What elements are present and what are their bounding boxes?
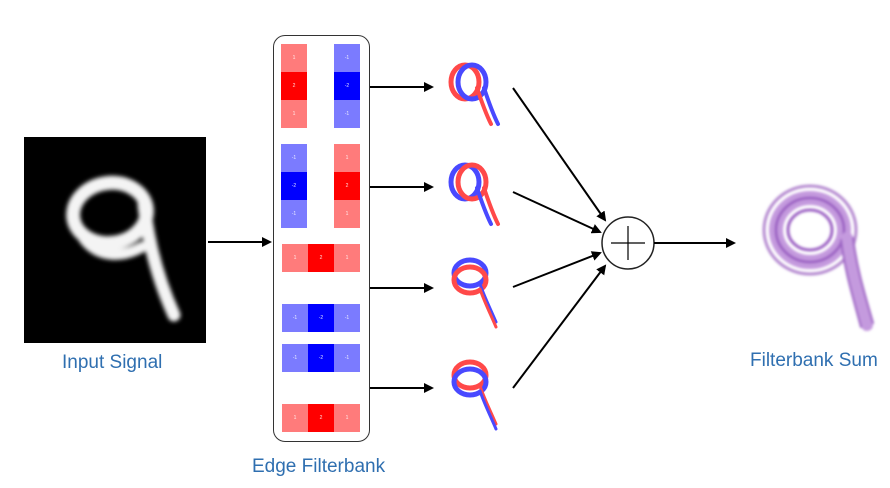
filter-1-cell: -1 (334, 44, 360, 72)
arrow-result3-to-sum (512, 251, 602, 288)
filter-2-cell: -1 (281, 144, 307, 172)
filter-1-cell: -2 (334, 72, 360, 100)
filter-1-cell: 1 (281, 100, 307, 128)
input-signal-image (24, 137, 206, 343)
input-signal-caption: Input Signal (62, 352, 163, 373)
filter-3-cell: -1 (282, 304, 308, 332)
filter-response-4 (436, 352, 516, 437)
filter-4-cell: -1 (282, 344, 308, 372)
edge-filterbank-caption: Edge Filterbank (252, 456, 386, 477)
arrow-result1-to-sum (512, 87, 607, 222)
filter-2-cell: -2 (281, 172, 307, 200)
filter-3-cell: -2 (308, 304, 334, 332)
filter-response-3 (436, 252, 516, 337)
filterbank-sum-caption: Filterbank Sum (750, 350, 878, 371)
filter-2-cell: 2 (334, 172, 360, 200)
filter-4-cell: 1 (334, 404, 360, 432)
filter-response-1 (436, 50, 516, 135)
digit-nine-drawing (66, 175, 181, 322)
filter-response-2 (436, 150, 516, 235)
filter-3-cell: 1 (334, 244, 360, 272)
filter-3-cell: 2 (308, 244, 334, 272)
filter-3-cell: 1 (282, 244, 308, 272)
filter-1-cell: -1 (334, 100, 360, 128)
filter-4-cell: -1 (334, 344, 360, 372)
filter-2-cell: -1 (281, 200, 307, 228)
filter-1-cell: 2 (281, 72, 307, 100)
filter-2-cell: 1 (334, 200, 360, 228)
arrow-result2-to-sum (512, 191, 602, 234)
filter-3-cell: -1 (334, 304, 360, 332)
filterbank-sum-image (755, 180, 885, 340)
filter-4-cell: -2 (308, 344, 334, 372)
filter-4-cell: 1 (282, 404, 308, 432)
filter-1-cell: 1 (281, 44, 307, 72)
filter-4-cell: 2 (308, 404, 334, 432)
arrow-result4-to-sum (512, 264, 607, 389)
filter-2-cell: 1 (334, 144, 360, 172)
